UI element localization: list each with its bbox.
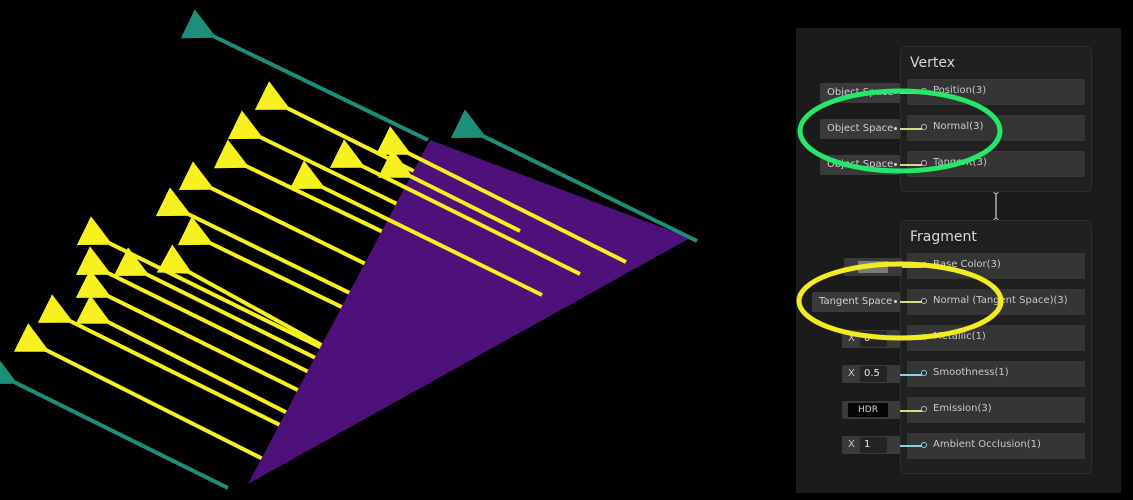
vertex-slot-position[interactable]: Position(3) bbox=[907, 79, 1085, 105]
slot-label: Base Color(3) bbox=[933, 259, 1001, 270]
chip-label: Object Space bbox=[827, 87, 894, 98]
vertex-slot-normal[interactable]: Normal(3) bbox=[907, 115, 1085, 141]
slot-label: Smoothness(1) bbox=[933, 367, 1009, 378]
teal-arrow bbox=[180, 9, 429, 142]
chip-output-dot bbox=[894, 300, 897, 303]
yellow-arrow bbox=[329, 139, 581, 276]
emission-hdr-field[interactable]: HDR bbox=[842, 401, 900, 419]
input-port[interactable] bbox=[921, 406, 927, 412]
fragment-slot-base-color[interactable]: Base Color(3) bbox=[907, 253, 1085, 279]
connection-wire bbox=[900, 374, 922, 376]
input-port[interactable] bbox=[921, 370, 927, 376]
hdr-color-swatch[interactable]: HDR bbox=[848, 403, 888, 417]
base-color-field[interactable] bbox=[844, 258, 902, 276]
connection-wire bbox=[900, 410, 922, 412]
yellow-arrow bbox=[13, 323, 266, 462]
yellow-arrow bbox=[75, 269, 331, 408]
connection-wire bbox=[900, 301, 922, 303]
connection-wire bbox=[900, 164, 922, 166]
position-space-chip[interactable]: Object Space bbox=[820, 83, 900, 103]
smoothness-input[interactable]: 0.5 bbox=[860, 366, 887, 382]
slot-label: Emission(3) bbox=[933, 403, 992, 414]
connection-wire bbox=[900, 445, 922, 447]
ambient-occlusion-value-field[interactable]: X 1 bbox=[842, 436, 900, 454]
yellow-arrow bbox=[289, 160, 543, 297]
slot-label: Position(3) bbox=[933, 85, 987, 96]
vertex-slot-tangent[interactable]: Tangent(3) bbox=[907, 151, 1085, 177]
connection-wire bbox=[900, 338, 922, 340]
slot-label: Metallic(1) bbox=[933, 331, 986, 342]
chip-label: Object Space bbox=[827, 159, 894, 170]
teal-arrow bbox=[0, 355, 229, 490]
x-label: X bbox=[848, 368, 855, 379]
chip-output-dot bbox=[894, 163, 897, 166]
teal-arrow bbox=[450, 109, 698, 243]
yellow-arrow bbox=[75, 246, 326, 382]
teal-tangent-arrows bbox=[0, 9, 698, 490]
yellow-normal-arrows-front bbox=[289, 126, 627, 297]
fragment-slot-metallic[interactable]: Metallic(1) bbox=[907, 325, 1085, 351]
fragment-block-title: Fragment bbox=[910, 229, 977, 245]
normal-tangent-space-chip[interactable]: Tangent Space bbox=[812, 292, 900, 312]
vertex-block-title: Vertex bbox=[910, 55, 956, 71]
metallic-input[interactable]: 0 bbox=[860, 331, 887, 347]
slot-label: Normal(3) bbox=[933, 121, 984, 132]
yellow-arrow bbox=[76, 216, 331, 354]
x-label: X bbox=[848, 439, 855, 450]
slot-label: Ambient Occlusion(1) bbox=[933, 439, 1041, 450]
yellow-arrow bbox=[377, 149, 521, 233]
vertex-block[interactable]: Vertex Position(3) Normal(3) Tangent(3) bbox=[900, 46, 1092, 192]
shader-graph-panel: Vertex Position(3) Normal(3) Tangent(3) … bbox=[796, 28, 1121, 493]
connection-wire bbox=[900, 92, 922, 94]
connection-wire bbox=[902, 266, 922, 268]
chip-label: Object Space bbox=[827, 123, 894, 134]
stack-connector bbox=[995, 192, 997, 220]
fragment-slot-emission[interactable]: Emission(3) bbox=[907, 397, 1085, 423]
connection-wire bbox=[900, 128, 922, 130]
chip-output-dot bbox=[894, 127, 897, 130]
chip-output-dot bbox=[894, 91, 897, 94]
smoothness-value-field[interactable]: X 0.5 bbox=[842, 365, 900, 383]
normal-vector-illustration bbox=[0, 9, 698, 490]
tangent-plane bbox=[248, 140, 690, 484]
fragment-block[interactable]: Fragment Base Color(3) Normal (Tangent S… bbox=[900, 220, 1092, 474]
chip-label: Tangent Space bbox=[819, 296, 893, 307]
slot-label: Tangent(3) bbox=[933, 157, 987, 168]
x-label: X bbox=[848, 333, 855, 344]
tangent-space-chip[interactable]: Object Space bbox=[820, 155, 900, 175]
color-swatch[interactable] bbox=[858, 261, 888, 273]
slot-label: Normal (Tangent Space)(3) bbox=[933, 295, 1068, 306]
metallic-value-field[interactable]: X 0 bbox=[842, 330, 900, 348]
normal-space-chip[interactable]: Object Space bbox=[820, 119, 900, 139]
ambient-occlusion-input[interactable]: 1 bbox=[860, 437, 887, 453]
yellow-arrow bbox=[37, 294, 291, 432]
yellow-arrow bbox=[375, 126, 627, 264]
fragment-slot-smoothness[interactable]: Smoothness(1) bbox=[907, 361, 1085, 387]
fragment-slot-normal[interactable]: Normal (Tangent Space)(3) bbox=[907, 289, 1085, 315]
fragment-slot-ambient-occlusion[interactable]: Ambient Occlusion(1) bbox=[907, 433, 1085, 459]
